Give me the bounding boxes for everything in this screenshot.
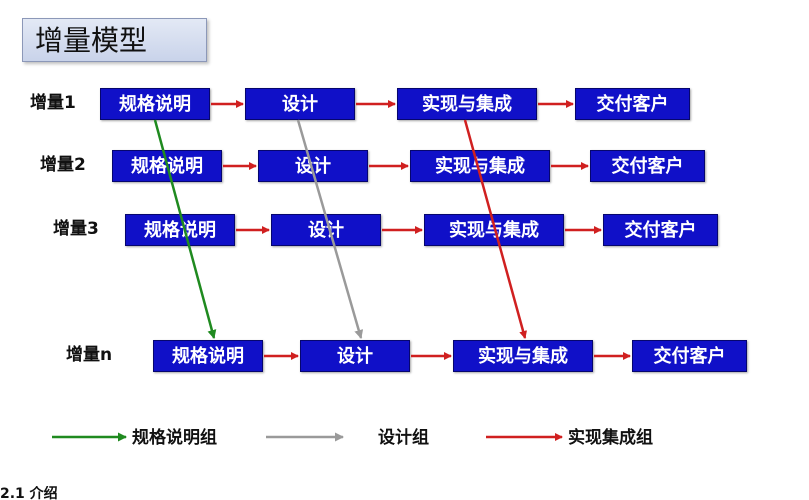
row2-impl-box: 实现与集成 [410,150,550,182]
row1-impl-box: 实现与集成 [397,88,537,120]
legend-design-label: 设计组 [378,428,429,448]
row1-design-box: 设计 [245,88,355,120]
increment-label-n: 增量n [66,345,113,365]
row3-design-box: 设计 [271,214,381,246]
row3-spec-box: 规格说明 [125,214,235,246]
increment-label-3: 增量3 [53,219,99,239]
row1-deliver-box: 交付客户 [575,88,690,120]
row2-deliver-box: 交付客户 [590,150,705,182]
row3-deliver-box: 交付客户 [603,214,718,246]
increment-label-1: 增量1 [30,93,76,113]
legend-impl-label: 实现集成组 [568,428,653,448]
legend-spec-label: 规格说明组 [132,428,217,448]
rown-design-box: 设计 [300,340,410,372]
impl-group-arrow [463,119,527,339]
design-group-arrow [296,119,364,339]
rown-deliver-box: 交付客户 [632,340,747,372]
rown-impl-box: 实现与集成 [453,340,593,372]
spec-group-arrow [153,119,217,339]
row2-design-box: 设计 [258,150,368,182]
row1-spec-box: 规格说明 [100,88,210,120]
rown-spec-box: 规格说明 [153,340,263,372]
diagram-title: 增量模型 [22,18,207,62]
footer-cut-text: 2.1 介绍 [0,486,58,500]
increment-label-2: 增量2 [40,155,86,175]
